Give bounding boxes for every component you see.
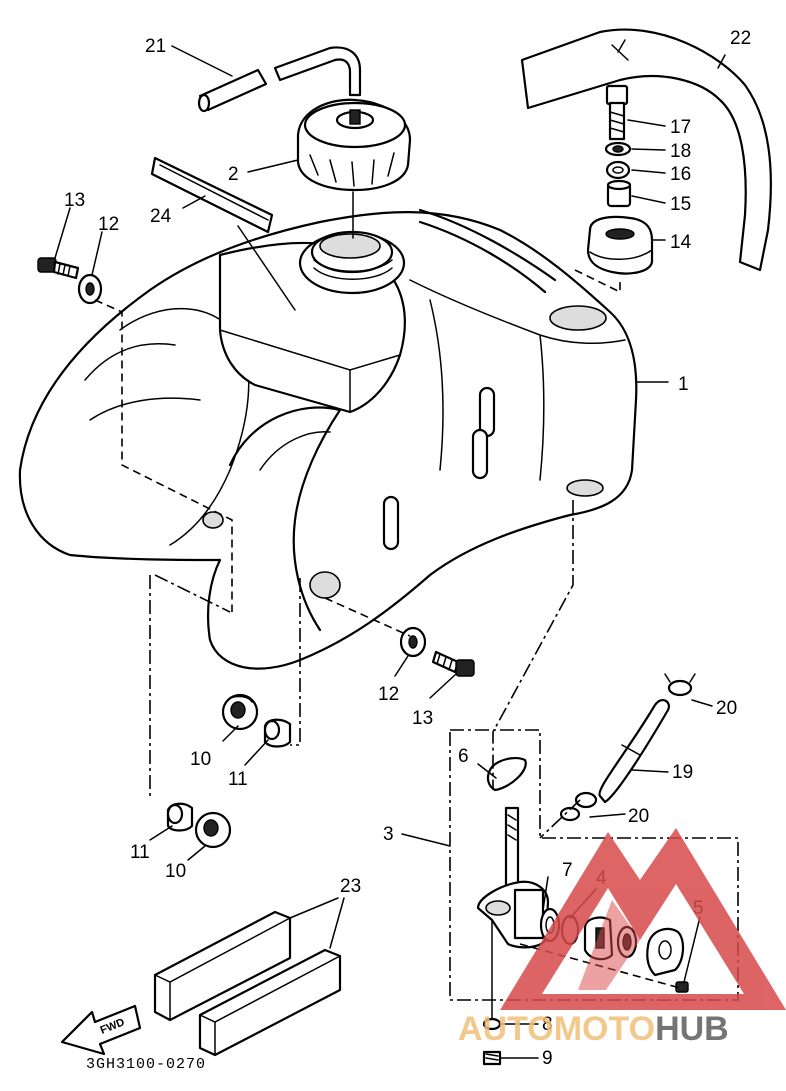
callout-2: 2: [228, 164, 239, 185]
hose-clip-upper: [664, 673, 696, 697]
cover-bolt: [605, 84, 629, 141]
cover-washer-18: [604, 141, 632, 157]
callout-12-lower: 12: [378, 684, 399, 705]
diagram-code: 3GH3100-0270: [86, 1056, 206, 1073]
side-cover-plate: [520, 28, 772, 272]
callout-3: 3: [383, 824, 394, 845]
callout-19: 19: [672, 762, 693, 783]
callout-11-lower: 11: [130, 842, 150, 863]
automotohub-watermark: AUTOMOTOHUB: [458, 828, 786, 1048]
callout-12-upper: 12: [98, 214, 119, 235]
fuel-tank-body: [18, 208, 638, 670]
callout-21: 21: [145, 36, 166, 57]
callout-16: 16: [670, 164, 691, 185]
callout-14: 14: [670, 232, 692, 253]
callout-23: 23: [340, 876, 361, 897]
callout-8: 8: [542, 1014, 553, 1035]
callout-13-lower: 13: [412, 708, 433, 729]
callout-10-upper: 10: [190, 749, 211, 770]
callout-11-upper: 11: [228, 769, 248, 790]
tank-pads: [153, 910, 342, 1057]
watermark-triangle-logo: [500, 828, 786, 1010]
breather-hose: [197, 46, 362, 113]
callout-22: 22: [730, 28, 751, 49]
mounting-bolt-lower: [431, 650, 475, 677]
hose-clip-lower: [559, 791, 598, 822]
callout-20-upper: 20: [716, 698, 737, 719]
callout-13-upper: 13: [64, 190, 85, 211]
fuel-cap: [296, 98, 412, 239]
callout-20-lower: 20: [628, 806, 649, 827]
seal-strip: [150, 156, 274, 234]
lower-damper-lower: [194, 811, 232, 849]
lower-collar-upper: [263, 718, 292, 748]
watermark-text-part-a: AUTOMOTO: [458, 1010, 655, 1048]
fuel-hose: [598, 698, 670, 804]
watermark-text-part-b: HUB: [655, 1010, 729, 1048]
lower-damper-upper: [221, 693, 259, 731]
cover-washer-16: [605, 160, 631, 180]
lower-collar-lower: [166, 802, 194, 832]
leader-lines: [54, 45, 726, 1059]
cover-collar: [606, 179, 632, 208]
callout-9: 9: [542, 1048, 553, 1069]
mounting-bolt-upper: [37, 257, 80, 280]
callout-10-lower: 10: [165, 861, 186, 882]
mount-center-lines: [94, 299, 581, 839]
watermark-text: AUTOMOTOHUB: [458, 1010, 729, 1048]
callout-6: 6: [458, 746, 469, 767]
washer-upper: [77, 273, 103, 305]
callout-7: 7: [562, 860, 573, 881]
callout-17: 17: [670, 117, 691, 138]
callout-18: 18: [670, 141, 691, 162]
cover-mount-leader: [574, 269, 621, 294]
callout-15: 15: [670, 194, 691, 215]
cover-damper: [586, 215, 654, 275]
forward-arrow: FWD: [60, 1004, 142, 1056]
washer-lower: [399, 626, 427, 658]
callout-24: 24: [150, 206, 172, 227]
callout-1: 1: [678, 374, 689, 395]
